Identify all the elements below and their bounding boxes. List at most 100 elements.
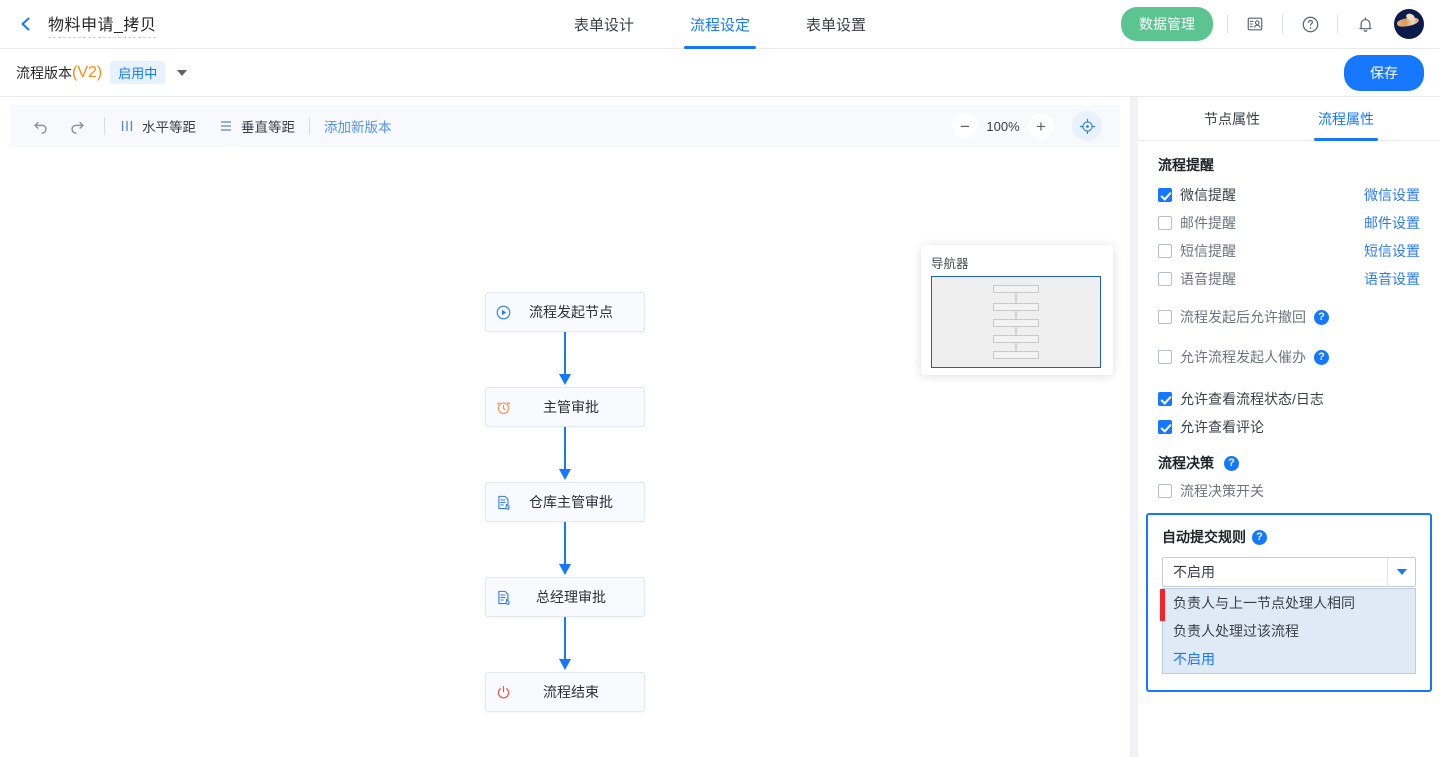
checkbox-allow-urge[interactable] xyxy=(1158,350,1172,364)
avatar[interactable] xyxy=(1394,9,1424,39)
checkbox-voice-reminder[interactable] xyxy=(1158,272,1172,286)
divider xyxy=(309,117,310,135)
divider xyxy=(1337,15,1338,33)
checkbox-view-comments[interactable] xyxy=(1158,420,1172,434)
play-circle-icon xyxy=(486,304,520,321)
checkbox-allow-withdraw[interactable] xyxy=(1158,310,1172,324)
add-new-version-link[interactable]: 添加新版本 xyxy=(324,120,392,135)
label-view-status[interactable]: 允许查看流程状态/日志 xyxy=(1180,391,1324,407)
dropdown-option-same-handler[interactable]: 负责人与上一节点处理人相同 xyxy=(1173,595,1355,611)
flow-node-label: 流程结束 xyxy=(543,684,599,700)
reminder-row-sms: 短信提醒 短信设置 xyxy=(1158,241,1420,261)
panel-tabs: 节点属性 流程属性 xyxy=(1138,97,1440,141)
navigator-minimap[interactable] xyxy=(931,276,1101,368)
help-icon[interactable]: ? xyxy=(1224,455,1239,471)
status-badge: 启用中 xyxy=(110,61,166,84)
page-title[interactable]: 物料申请_拷贝 xyxy=(48,11,157,38)
tab-process-settings[interactable]: 流程设定 xyxy=(683,0,757,49)
zoom-out-button[interactable]: − xyxy=(952,113,978,139)
checkbox-email-reminder[interactable] xyxy=(1158,216,1172,230)
redo-icon[interactable] xyxy=(64,113,90,139)
vertical-spacing-button[interactable]: 垂直等距 xyxy=(218,116,295,136)
auto-submit-selected-value: 不启用 xyxy=(1173,564,1215,580)
checkbox-sms-reminder[interactable] xyxy=(1158,244,1172,258)
dropdown-option-handled-before[interactable]: 负责人处理过该流程 xyxy=(1173,623,1299,639)
tab-node-properties[interactable]: 节点属性 xyxy=(1204,110,1260,127)
auto-submit-section: 自动提交规则 ? 不启用 负责人与上一节点处理人相同 负责人处理过该流程 不启用 xyxy=(1146,513,1432,692)
crosshair-target-icon[interactable] xyxy=(1072,111,1102,141)
reminder-row-wechat: 微信提醒 微信设置 xyxy=(1158,185,1420,205)
document-edit-icon xyxy=(486,494,520,511)
flow-node-gm-approval[interactable]: 总经理审批 xyxy=(485,577,645,617)
version-label: 流程版本 xyxy=(16,64,72,81)
checkbox-view-status[interactable] xyxy=(1158,392,1172,406)
reminder-row-voice: 语音提醒 语音设置 xyxy=(1158,269,1420,289)
power-off-icon xyxy=(486,684,520,701)
decision-switch-row: 流程决策开关 xyxy=(1158,481,1420,501)
divider xyxy=(104,117,105,135)
tab-process-properties[interactable]: 流程属性 xyxy=(1314,97,1378,141)
help-circle-icon[interactable] xyxy=(1297,11,1323,37)
version-number: (V2) xyxy=(72,63,103,81)
canvas-toolbar: 水平等距 垂直等距 添加新版本 − 100% + xyxy=(10,105,1120,147)
label-view-comments[interactable]: 允许查看评论 xyxy=(1180,419,1264,435)
divider xyxy=(1282,15,1283,33)
chevron-left-icon[interactable] xyxy=(16,14,36,34)
reminder-section-title: 流程提醒 xyxy=(1158,157,1214,173)
flow-connector xyxy=(485,617,645,672)
version-dropdown-icon[interactable] xyxy=(177,69,188,76)
tab-form-design[interactable]: 表单设计 xyxy=(573,16,634,34)
back-and-title: 物料申请_拷贝 xyxy=(0,11,157,38)
top-header: 物料申请_拷贝 表单设计 流程设定 表单设置 数据管理 xyxy=(0,0,1440,49)
vertical-spacing-label: 垂直等距 xyxy=(241,120,295,135)
panel-body: 流程提醒 微信提醒 微信设置 邮件提醒 邮件设置 短信提醒 短信设置 语音提醒 … xyxy=(1138,141,1440,501)
link-email-settings[interactable]: 邮件设置 xyxy=(1364,215,1420,231)
checkbox-wechat-reminder[interactable] xyxy=(1158,188,1172,202)
contact-card-icon[interactable] xyxy=(1242,11,1268,37)
tab-form-config[interactable]: 表单设置 xyxy=(806,16,867,34)
option-row-allow-urge: 允许流程发起人催办 ? xyxy=(1158,347,1420,367)
link-wechat-settings[interactable]: 微信设置 xyxy=(1364,187,1420,203)
bell-icon[interactable] xyxy=(1352,11,1378,37)
workspace: 水平等距 垂直等距 添加新版本 − 100% + xyxy=(0,97,1440,757)
alarm-clock-icon xyxy=(486,399,520,416)
label-decision-switch[interactable]: 流程决策开关 xyxy=(1180,483,1264,499)
data-management-button[interactable]: 数据管理 xyxy=(1121,7,1213,41)
checkbox-decision-switch[interactable] xyxy=(1158,484,1172,498)
link-voice-settings[interactable]: 语音设置 xyxy=(1364,271,1420,287)
link-sms-settings[interactable]: 短信设置 xyxy=(1364,243,1420,259)
zoom-in-button[interactable]: + xyxy=(1028,113,1054,139)
flow-node-label: 仓库主管审批 xyxy=(529,494,613,510)
horizontal-spacing-icon xyxy=(121,120,133,132)
divider xyxy=(1227,15,1228,33)
horizontal-spacing-label: 水平等距 xyxy=(142,120,196,135)
label-allow-withdraw[interactable]: 流程发起后允许撤回 xyxy=(1180,309,1306,325)
undo-icon[interactable] xyxy=(28,113,54,139)
auto-submit-title-text: 自动提交规则 xyxy=(1162,529,1246,545)
horizontal-spacing-button[interactable]: 水平等距 xyxy=(119,116,196,136)
save-button[interactable]: 保存 xyxy=(1344,54,1424,91)
label-voice-reminder[interactable]: 语音提醒 xyxy=(1180,271,1236,287)
flow-node-label: 流程发起节点 xyxy=(529,304,613,320)
flow-node-end[interactable]: 流程结束 xyxy=(485,672,645,712)
flow-canvas[interactable]: 水平等距 垂直等距 添加新版本 − 100% + xyxy=(0,97,1130,757)
decision-section-title: 流程决策 ? xyxy=(1158,453,1420,473)
flow-node-supervisor-approval[interactable]: 主管审批 xyxy=(485,387,645,427)
option-row-view-status: 允许查看流程状态/日志 xyxy=(1158,389,1420,409)
label-allow-urge[interactable]: 允许流程发起人催办 xyxy=(1180,349,1306,365)
option-row-allow-withdraw: 流程发起后允许撤回 ? xyxy=(1158,307,1420,327)
flow-node-warehouse-approval[interactable]: 仓库主管审批 xyxy=(485,482,645,522)
reminder-row-email: 邮件提醒 邮件设置 xyxy=(1158,213,1420,233)
help-icon[interactable]: ? xyxy=(1314,349,1329,365)
auto-submit-select[interactable]: 不启用 xyxy=(1162,557,1416,587)
label-sms-reminder[interactable]: 短信提醒 xyxy=(1180,243,1236,259)
label-wechat-reminder[interactable]: 微信提醒 xyxy=(1180,187,1236,203)
label-email-reminder[interactable]: 邮件提醒 xyxy=(1180,215,1236,231)
dropdown-option-disabled[interactable]: 不启用 xyxy=(1173,651,1215,667)
chevron-down-icon[interactable] xyxy=(1387,558,1415,586)
flow-node-start[interactable]: 流程发起节点 xyxy=(485,292,645,332)
help-icon[interactable]: ? xyxy=(1252,529,1267,545)
header-actions: 数据管理 xyxy=(1121,7,1440,41)
panel-divider xyxy=(1130,97,1138,757)
help-icon[interactable]: ? xyxy=(1314,309,1329,325)
